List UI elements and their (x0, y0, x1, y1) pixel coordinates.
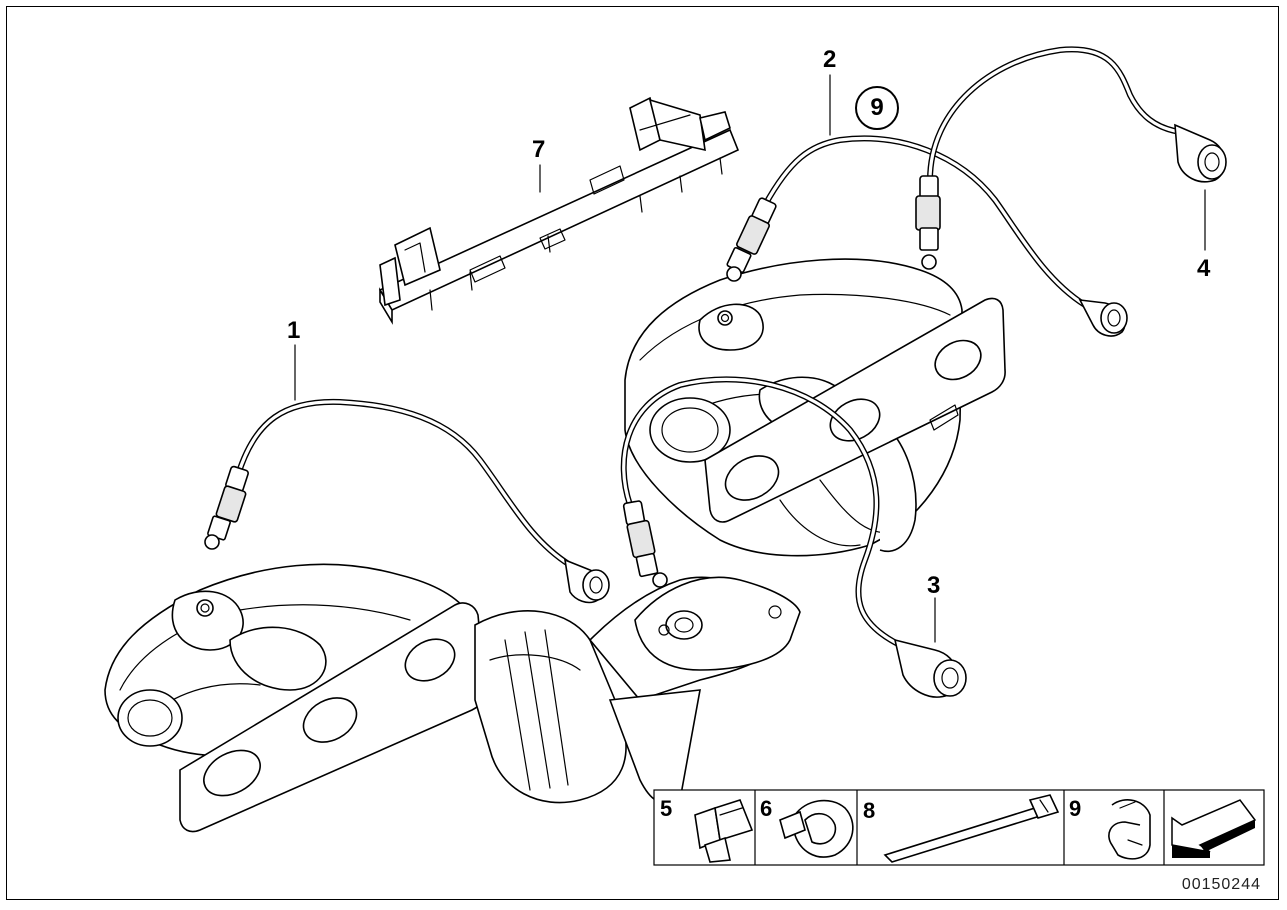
oxygen-sensor-3 (620, 376, 967, 698)
parts-table (653, 789, 1265, 866)
arrow-symbol (1171, 799, 1257, 858)
clip-6-drawing (779, 799, 854, 858)
sensor-holder-7 (378, 96, 740, 325)
clip-5-drawing (694, 799, 754, 863)
exhaust-manifold-front (104, 563, 801, 833)
callout-3: 3 (927, 572, 941, 599)
table-cell-number: 9 (1069, 796, 1082, 821)
clip-9-drawing (1108, 799, 1151, 860)
callout-4: 4 (1197, 255, 1211, 282)
oxygen-sensor-1 (204, 344, 610, 604)
table-cell-number: 5 (660, 796, 673, 821)
diagram-frame (6, 6, 1279, 900)
exhaust-manifold-rear (624, 258, 1006, 557)
callout-1: 1 (287, 317, 301, 344)
table-cell-number: 8 (863, 798, 876, 823)
diagram-id: 00150244 (1181, 876, 1261, 893)
table-cell-number: 6 (760, 796, 773, 821)
callout-9-circled: 9 (855, 86, 899, 130)
oxygen-sensor-4 (915, 46, 1227, 270)
cable-tie-8-drawing (883, 794, 1060, 863)
callout-2: 2 (823, 46, 837, 73)
callout-7: 7 (532, 136, 546, 163)
